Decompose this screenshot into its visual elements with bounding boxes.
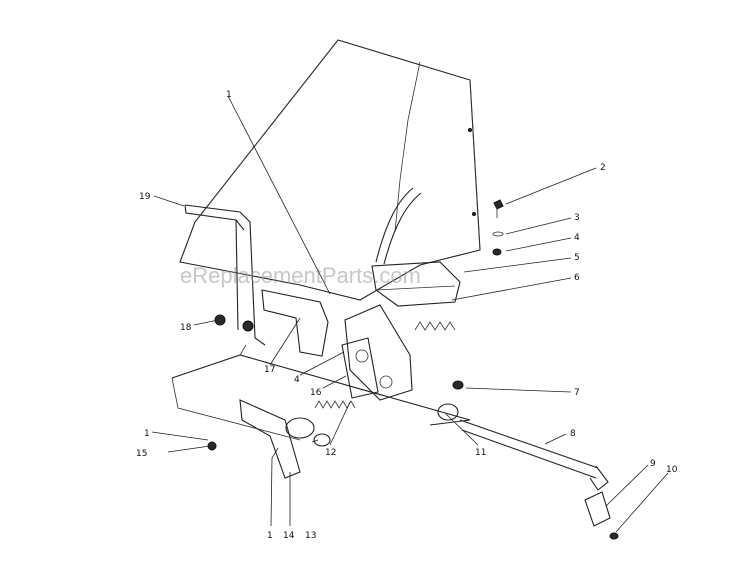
watermark: eReplacementParts.com <box>180 263 421 288</box>
callout-15: 15 <box>136 449 147 459</box>
bracket-plate <box>261 289 329 357</box>
callout-11: 11 <box>475 448 486 458</box>
hardware <box>207 199 619 540</box>
callout-6: 6 <box>574 273 580 283</box>
callout-14: 14 <box>283 531 295 541</box>
callout-8: 8 <box>570 429 576 439</box>
hood-panel <box>179 39 481 301</box>
callout-18: 18 <box>180 323 192 333</box>
callout-1-bottom: 1 <box>267 531 273 541</box>
grip-knob <box>371 261 461 307</box>
callout-19: 19 <box>139 192 151 202</box>
leader-lines <box>151 95 669 533</box>
callout-4-right: 4 <box>574 233 580 243</box>
callout-1-upper: 1 <box>226 90 232 100</box>
pivot-bracket <box>239 399 331 479</box>
callout-17: 17 <box>264 365 275 375</box>
callouts: 1 2 3 4 5 6 7 8 9 10 11 12 13 14 1 15 1 … <box>136 90 678 541</box>
callout-16: 16 <box>310 388 322 398</box>
pivot-shaft <box>459 419 609 491</box>
callout-1-left: 1 <box>144 429 150 439</box>
callout-5: 5 <box>574 253 580 263</box>
callout-4-left: 4 <box>294 375 300 385</box>
callout-13: 13 <box>305 531 316 541</box>
callout-12: 12 <box>325 448 336 458</box>
lever-rod <box>375 187 422 265</box>
link-plates <box>341 304 413 401</box>
pedal-assembly <box>184 204 266 346</box>
callout-9: 9 <box>650 459 656 469</box>
callout-10: 10 <box>666 465 678 475</box>
callout-3: 3 <box>574 213 580 223</box>
spring-upper <box>414 321 456 331</box>
callout-7: 7 <box>574 388 580 398</box>
callout-2: 2 <box>600 163 606 173</box>
